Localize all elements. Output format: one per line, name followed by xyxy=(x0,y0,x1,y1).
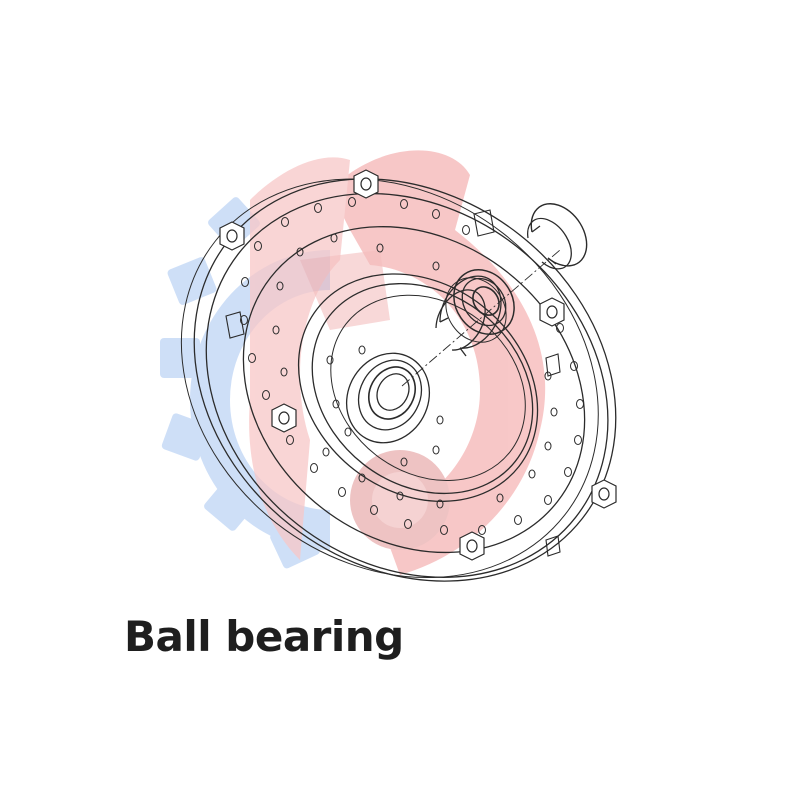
outer-circlip xyxy=(527,203,588,270)
caption-title: Ball bearing xyxy=(124,612,404,661)
dowel-pins xyxy=(225,209,561,557)
flange-studs xyxy=(219,169,617,561)
flange-holes xyxy=(240,197,584,535)
ball-bearing-part xyxy=(445,269,515,343)
watermark-mechanic-logo-icon xyxy=(249,150,546,575)
centre-boss xyxy=(345,352,431,444)
hub-assembly xyxy=(180,169,617,582)
assembly-axis xyxy=(401,249,561,387)
